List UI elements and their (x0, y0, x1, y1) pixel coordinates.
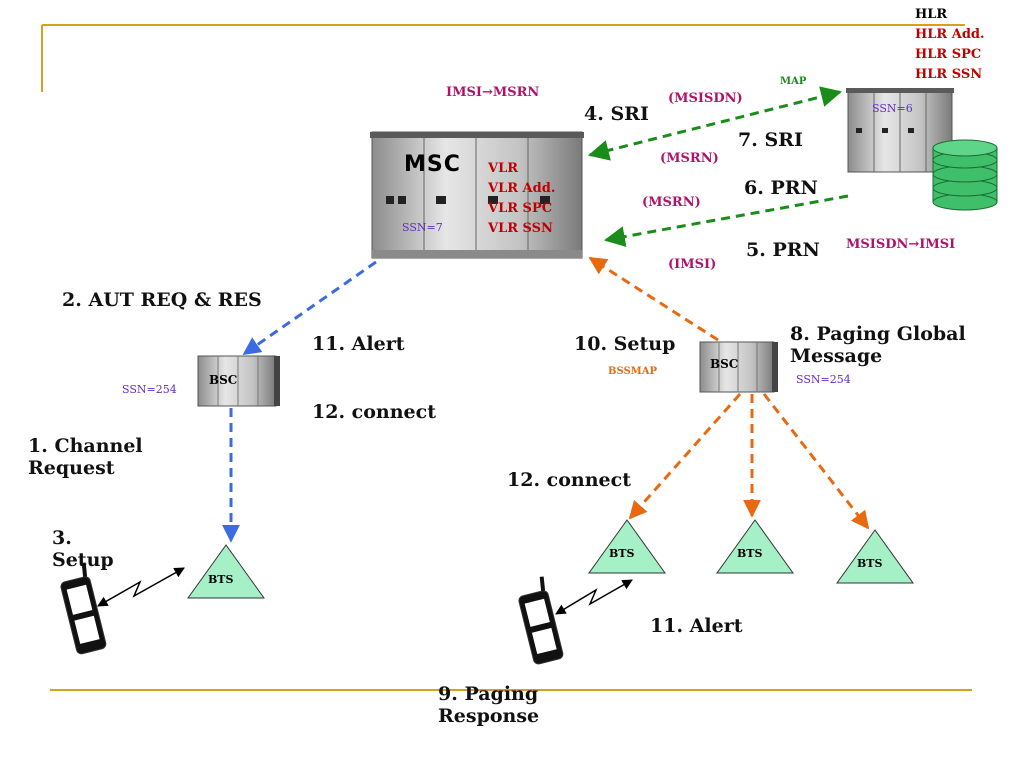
vlr-title: VLR (488, 161, 519, 176)
step-5-prn: 5. PRN (746, 239, 820, 261)
map-protocol-label: MAP (780, 76, 807, 87)
bts-right-2-label: BTS (737, 547, 763, 560)
step-2-aut-req-res: 2. AUT REQ & RES (62, 289, 262, 311)
param-imsi: (IMSI) (668, 257, 717, 272)
imsi-msrn-mapping: IMSI→MSRN (446, 85, 540, 100)
hlr-title: HLR (915, 7, 948, 22)
bsc-right-ssn: SSN=254 (796, 373, 851, 386)
step-1-channel-request: 1. Channel Request (28, 435, 143, 479)
bsc-left-label: BSC (209, 373, 238, 387)
bsc-left-ssn: SSN=254 (122, 383, 177, 396)
bts-right-3-icon (836, 529, 914, 584)
map-arrows (587, 86, 849, 247)
mobile-phone-right-icon (518, 576, 564, 665)
right-side-arrows (588, 256, 870, 530)
step-11-alert-left: 11. Alert (312, 333, 405, 355)
radio-link-right (555, 579, 633, 615)
frame-lines (41, 24, 972, 691)
bsc-right-label: BSC (710, 357, 739, 371)
bts-left-icon (187, 544, 265, 599)
hlr-ssn: SSN=6 (872, 102, 913, 115)
hlr-database-icon (932, 139, 998, 211)
bts-right-2-icon (716, 519, 794, 574)
bts-right-1-icon (588, 519, 666, 574)
step-9-paging-response: 9. Paging Response (438, 683, 540, 727)
step-6-prn: 6. PRN (744, 177, 818, 199)
step-4-sri: 4. SRI (584, 103, 649, 125)
step-7-sri: 7. SRI (738, 129, 803, 151)
step-3-setup: 3. Setup (52, 527, 114, 571)
step-8-paging-global-message: 8. Paging Global Message (790, 323, 966, 367)
vlr-field-spc: VLR SPC (488, 201, 553, 216)
msc-cabinet-icon (370, 131, 584, 259)
hlr-field-ssn: HLR SSN (915, 67, 983, 82)
bts-left-label: BTS (208, 573, 234, 586)
radio-link-left (97, 567, 185, 607)
bssmap-protocol-label: BSSMAP (608, 366, 658, 377)
bsc-right-icon (699, 341, 778, 393)
step-12-connect-left: 12. connect (312, 401, 436, 423)
msisdn-imsi-mapping: MSISDN→IMSI (846, 237, 956, 252)
left-side-arrows (222, 260, 377, 543)
vlr-field-add: VLR Add. (488, 181, 556, 196)
hlr-field-spc: HLR SPC (915, 47, 982, 62)
msc-title: MSC (404, 152, 461, 177)
step-10-setup: 10. Setup (574, 333, 676, 355)
bts-right-1-label: BTS (609, 547, 635, 560)
param-msrn-upper: (MSRN) (660, 151, 719, 166)
step-12-connect-right: 12. connect (507, 469, 631, 491)
param-msrn-lower: (MSRN) (642, 195, 701, 210)
mobile-phone-left-icon (60, 562, 107, 655)
msc-ssn: SSN=7 (402, 221, 443, 234)
bts-right-3-label: BTS (857, 557, 883, 570)
bsc-left-icon (197, 355, 280, 407)
hlr-field-add: HLR Add. (915, 27, 985, 42)
step-11-alert-right: 11. Alert (650, 615, 743, 637)
param-msisdn: (MSISDN) (668, 91, 743, 106)
vlr-field-ssn: VLR SSN (488, 221, 553, 236)
